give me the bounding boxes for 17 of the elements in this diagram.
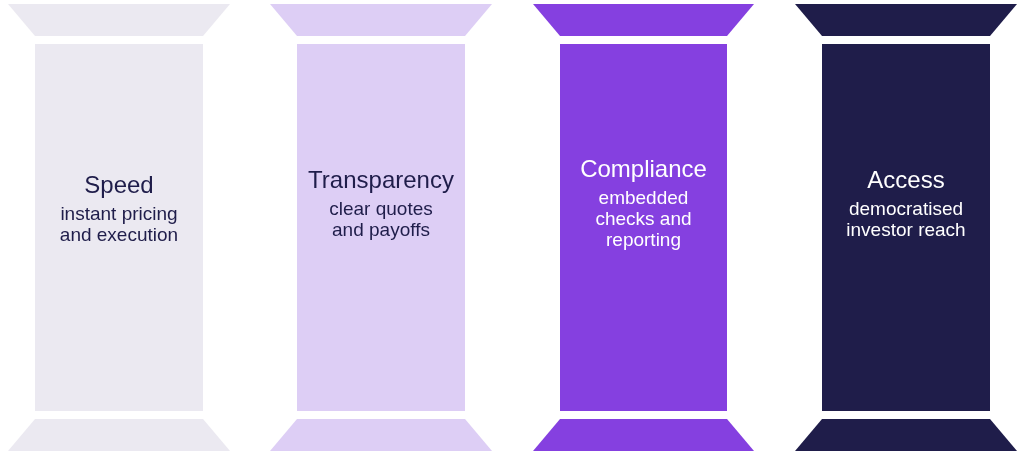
pillar-description: democratised investor reach <box>845 197 967 240</box>
pillar-base <box>270 419 492 451</box>
pillar-shaft <box>297 44 465 411</box>
pillar-description: instant pricing and execution <box>58 202 180 245</box>
pillar-title: Transparency <box>308 165 454 194</box>
pillar-capital <box>270 4 492 36</box>
pillar-title: Compliance <box>580 155 707 183</box>
pillar-title: Speed <box>84 170 154 199</box>
pillar-title: Access <box>867 165 945 194</box>
pillar-base <box>795 419 1017 451</box>
pillar-shaft <box>822 44 990 411</box>
pillar-capital <box>795 4 1017 36</box>
pillar-description: clear quotes and payoffs <box>328 197 434 240</box>
pillar-base <box>533 419 754 451</box>
pillar-shaft <box>560 44 727 411</box>
pillar-description: embedded checks and reporting <box>594 187 693 250</box>
pillar-capital <box>533 4 754 36</box>
